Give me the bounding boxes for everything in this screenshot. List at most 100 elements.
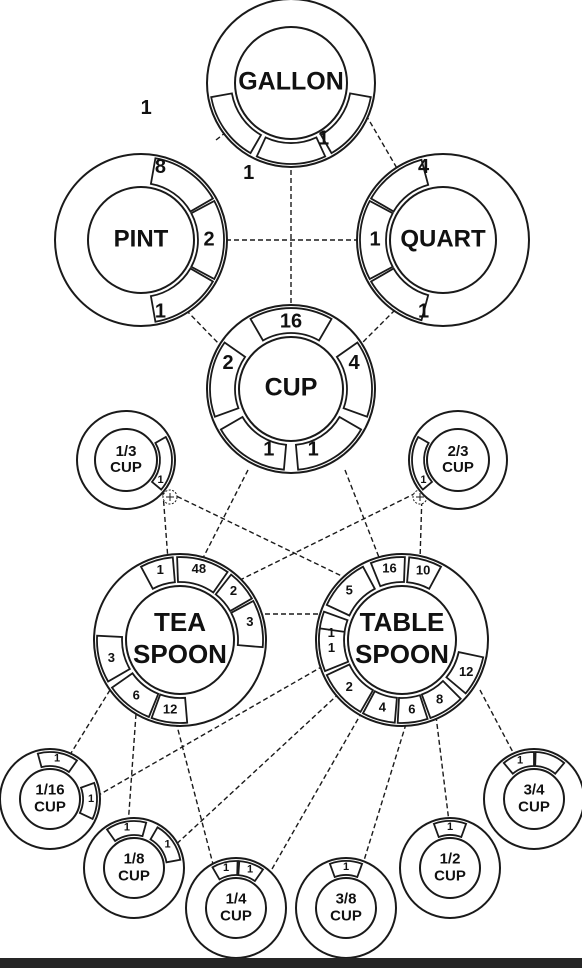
inner-hub — [347, 585, 457, 695]
unit-label: 3/4 — [524, 781, 546, 798]
conversion-number: 1 — [369, 228, 380, 250]
conversion-number: 1 — [328, 625, 335, 640]
inner-hub — [205, 877, 267, 939]
ring-segment — [369, 556, 406, 588]
ring-segment — [139, 556, 176, 591]
ring-segment — [319, 92, 372, 155]
connector-line — [365, 114, 399, 171]
conversion-number: 1 — [420, 474, 426, 486]
ring-segment — [255, 136, 327, 165]
ring-segment — [209, 341, 247, 418]
ring-segment — [325, 565, 377, 617]
conversion-number: 1 — [54, 753, 60, 765]
conversion-number: 1 — [517, 754, 523, 766]
conversion-number: 1 — [165, 838, 171, 850]
conversion-number: 6 — [408, 702, 415, 717]
inner-hub — [419, 837, 481, 899]
ring-segment — [229, 599, 264, 649]
unit-label: 1/8 — [124, 850, 145, 867]
connector-line — [162, 492, 169, 561]
conversion-number: 2 — [222, 352, 233, 374]
inner-hub — [94, 428, 158, 492]
unit-label: 2/3 — [448, 443, 469, 460]
connector-line — [479, 689, 517, 759]
ring-segment — [219, 415, 288, 471]
unit-label: 3/8 — [336, 890, 357, 907]
ring-segment — [335, 341, 373, 418]
conversion-number: 4 — [348, 352, 360, 374]
conversion-number: 2 — [203, 228, 214, 250]
ring-segment — [190, 199, 225, 281]
connector-line — [89, 661, 331, 801]
conversion-number: 1 — [308, 438, 319, 460]
conversion-number: 1 — [343, 861, 349, 873]
conversion-number: 2 — [230, 583, 237, 598]
conversion-number: 1 — [223, 862, 229, 874]
conversion-number: 3 — [246, 614, 253, 629]
ring-segment — [445, 651, 485, 695]
inner-hub — [103, 837, 165, 899]
ring-segment — [150, 693, 189, 724]
unit-label: CUP — [110, 459, 142, 476]
conversion-number: 1 — [158, 474, 164, 486]
ring-segment — [411, 435, 434, 491]
conversion-number: 1 — [418, 301, 429, 323]
ring-segment — [369, 158, 430, 213]
conversion-number: 48 — [192, 561, 206, 576]
unit-label: CUP — [265, 374, 318, 402]
connector-line — [435, 715, 451, 831]
bottom-bar — [0, 958, 582, 968]
ring-segment — [420, 679, 462, 720]
conversion-number: 12 — [459, 664, 473, 679]
connector-line — [185, 309, 221, 346]
ring-segment — [325, 663, 375, 714]
ring-segment — [359, 199, 394, 281]
ring-segment — [78, 781, 98, 821]
unit-label: 1/3 — [116, 443, 137, 460]
conversion-number: 1 — [247, 863, 253, 875]
ring-segment — [249, 307, 333, 342]
conversion-number: 8 — [436, 692, 443, 707]
ring-segment — [214, 573, 254, 613]
unit-label: PINT — [114, 225, 169, 252]
conversion-number: 4 — [418, 156, 430, 178]
inner-hub — [125, 585, 235, 695]
unit-label: SPOON — [355, 639, 449, 669]
ring-segment — [176, 556, 229, 594]
conversion-number: 16 — [382, 561, 396, 576]
conversion-number: 16 — [280, 310, 302, 332]
ring-segment — [502, 751, 535, 775]
ring-segment — [36, 751, 79, 774]
conversion-number: 4 — [379, 700, 387, 715]
conversion-number: 1 — [155, 301, 166, 323]
connector-line — [239, 492, 417, 581]
connector-line — [344, 469, 381, 561]
ring-segment — [237, 860, 265, 883]
ring-segment — [396, 694, 429, 724]
unit-label: GALLON — [238, 68, 344, 96]
inner-hub — [426, 428, 490, 492]
ring-segment — [318, 627, 350, 673]
ring-segment — [406, 556, 443, 591]
connector-line — [67, 689, 111, 759]
conversion-number: 1 — [447, 821, 453, 833]
conversion-number: 1 — [88, 793, 94, 805]
inner-hub — [389, 186, 497, 294]
ring-segment — [96, 634, 132, 683]
conversion-number: 1 — [141, 97, 152, 119]
inner-hub — [315, 877, 377, 939]
ring-segment — [432, 820, 468, 839]
unit-label: CUP — [330, 907, 362, 924]
inner-hub — [503, 768, 565, 830]
unit-label: CUP — [442, 459, 474, 476]
conversion-number: 2 — [346, 679, 353, 694]
